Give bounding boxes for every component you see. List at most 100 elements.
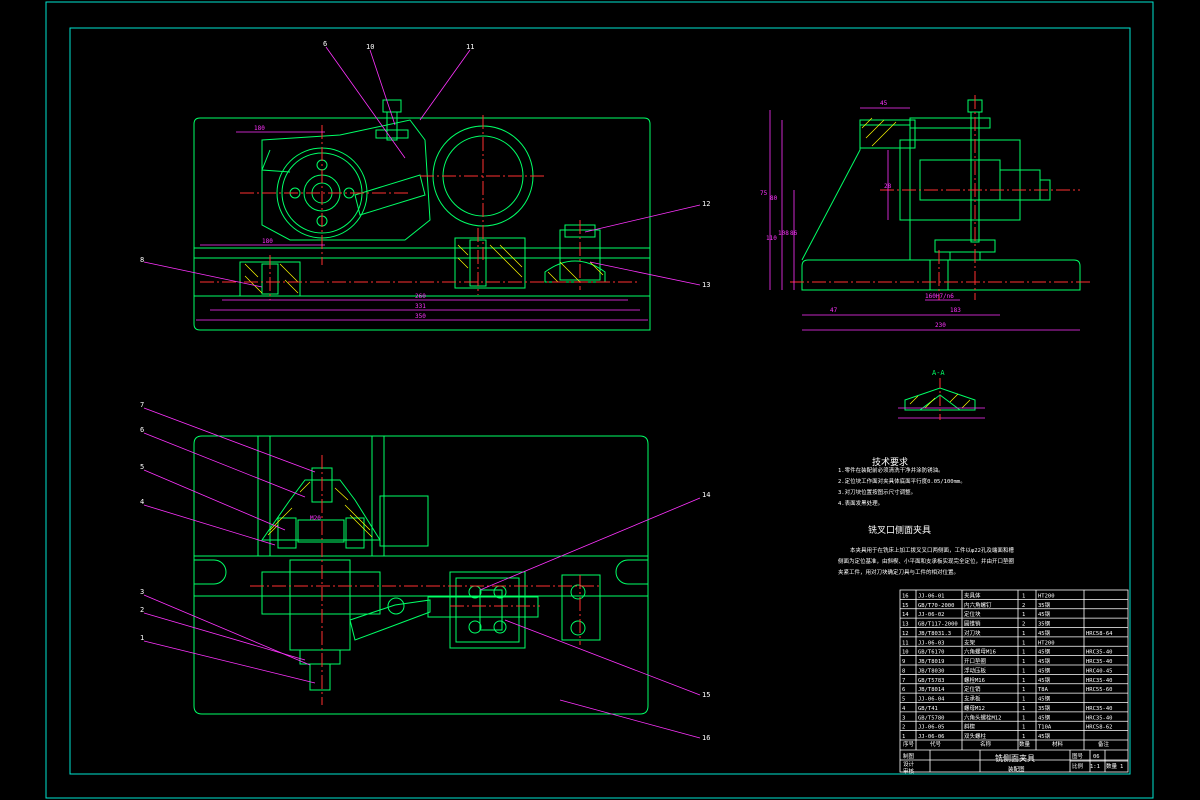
- tb-row-3: 审核: [903, 767, 915, 775]
- side-dim-2: 75: [760, 190, 768, 197]
- bom-cell: 2: [902, 725, 905, 731]
- bom-cell: 夹具体: [964, 591, 981, 599]
- bom-cell: 螺母M12: [964, 704, 985, 712]
- bom-cell: 1: [1022, 715, 1025, 721]
- bom-cell: 45钢: [1038, 732, 1051, 740]
- bom-cell: 1: [1022, 687, 1025, 693]
- side-dim-3: 28: [884, 183, 892, 190]
- bom-cell: 对刀块: [964, 629, 981, 637]
- front-label-6: 6: [323, 40, 327, 48]
- bom-header-qty: 数量: [1019, 740, 1031, 748]
- bom-header-remark: 备注: [1098, 740, 1110, 748]
- front-label-13: 13: [702, 281, 710, 289]
- tb-drawing-title: 铣侧面夹具: [995, 753, 1035, 763]
- bom-header-code: 代号: [930, 740, 942, 748]
- plan-label-16: 16: [702, 734, 710, 742]
- bom-cell: 1: [1022, 640, 1025, 646]
- bom-cell: HRC35-40: [1086, 678, 1113, 684]
- bom-cell: HRC40-45: [1086, 668, 1113, 674]
- bom-cell: HT200: [1038, 593, 1055, 599]
- bom-header-no: 序号: [903, 740, 915, 748]
- bom-cell: HRC35-40: [1086, 715, 1113, 721]
- tb-qty-value: 1: [1120, 764, 1123, 770]
- bom-cell: 1: [1022, 697, 1025, 703]
- desc-title: 铣叉口侧面夹具: [868, 524, 931, 536]
- bom-cell: 双头螺柱: [964, 732, 987, 740]
- bom-cell: 1: [1022, 668, 1025, 674]
- section-title: A-A: [932, 369, 945, 377]
- bom-cell: 1: [1022, 659, 1025, 665]
- plan-label-15: 15: [702, 691, 710, 699]
- tb-scale-value: 1:1: [1090, 764, 1100, 770]
- bom-cell: GB/T6170: [918, 650, 945, 656]
- bom-cell: 9: [902, 659, 905, 665]
- bom-cell: 10: [902, 650, 909, 656]
- bom-cell: JJ-06-06: [918, 734, 945, 740]
- bom-cell: 6: [902, 687, 905, 693]
- desc-line-3: 夹紧工件，用对刀块确定刀具与工件的相对位置。: [838, 568, 959, 576]
- bom-cell: JB/T8019: [918, 659, 945, 665]
- bom-cell: 16: [902, 593, 909, 599]
- bom-cell: HRC35-40: [1086, 650, 1113, 656]
- bom-cell: HRC58-62: [1086, 725, 1113, 731]
- tb-scale-label: 比例: [1072, 762, 1084, 770]
- bom-cell: 7: [902, 678, 905, 684]
- tech-req-title: 技术要求: [872, 456, 908, 468]
- bom-cell: 45钢: [1038, 695, 1051, 703]
- bom-cell: HT200: [1038, 640, 1055, 646]
- bom-cell: T8A: [1038, 687, 1049, 693]
- bom-cell: JJ-06-05: [918, 725, 945, 731]
- bom-cell: 1: [1022, 734, 1025, 740]
- bom-cell: 35钢: [1038, 704, 1051, 712]
- bom-cell: 1: [1022, 631, 1025, 637]
- tb-sheet-label: 图号: [1072, 752, 1084, 760]
- bom-cell: 35钢: [1038, 620, 1051, 628]
- bom-cell: 1: [1022, 612, 1025, 618]
- bom-cell: 1: [1022, 593, 1025, 599]
- tb-row-1: 制图: [903, 752, 915, 760]
- drawing-frame: [45, 1, 1154, 799]
- side-dim-10: 230: [935, 322, 946, 329]
- side-view: [769, 95, 1090, 331]
- desc-line-1: 本夹具用于在铣床上加工拨叉叉口两侧面，工件以φ22孔及端面和槽: [850, 546, 1014, 554]
- bom-cell: 1: [1022, 678, 1025, 684]
- desc-line-2: 侧面为定位基准，由斜楔、小平面和支承板实现完全定位，并由开口垫圈: [838, 557, 1015, 565]
- bom-cell: 3: [902, 715, 905, 721]
- bom-cell: 45钢: [1038, 666, 1051, 674]
- bom-header-name: 名称: [980, 740, 992, 748]
- bom-cell: 35钢: [1038, 601, 1051, 609]
- front-dim-5: 350: [415, 313, 426, 320]
- plan-part-mark: M20: [310, 515, 321, 522]
- front-dim-1: 180: [254, 125, 265, 132]
- bom-cell: 1: [1022, 650, 1025, 656]
- bom-cell: 螺栓M16: [964, 676, 985, 684]
- bom-cell: 45钢: [1038, 648, 1051, 656]
- bom-cell: 1: [1022, 706, 1025, 712]
- bom-cell: 1: [1022, 725, 1025, 731]
- tb-row-2: 设计: [903, 760, 915, 768]
- bom-cell: GB/T41: [918, 706, 938, 712]
- bom-header-material: 材料: [1052, 740, 1064, 748]
- bom-cell: 支承板: [964, 695, 981, 703]
- bom-cell: HRC58-64: [1086, 631, 1113, 637]
- side-dim-9: 183: [950, 307, 961, 314]
- side-dim-1: 45: [880, 100, 888, 107]
- bom-cell: 14: [902, 612, 909, 618]
- bom-cell: 2: [1022, 603, 1025, 609]
- tech-req-4: 4.表面发黑处理。: [838, 499, 883, 507]
- side-dim-8: 47: [830, 307, 838, 314]
- bom-cell: 8: [902, 668, 905, 674]
- plan-label-14: 14: [702, 491, 710, 499]
- bom-cell: GB/T5780: [918, 715, 945, 721]
- side-dim-7: 86: [790, 230, 798, 237]
- front-dim-4: 331: [415, 303, 426, 310]
- bom-cell: 4: [902, 706, 906, 712]
- side-dim-11: 160H7/n6: [925, 293, 954, 300]
- bom-cell: 内六角螺钉: [964, 601, 992, 609]
- bom-cell: 11: [902, 640, 909, 646]
- plan-view: [143, 407, 701, 739]
- front-view: [143, 46, 701, 331]
- front-label-12: 12: [702, 200, 710, 208]
- bom-cell: 5: [902, 697, 905, 703]
